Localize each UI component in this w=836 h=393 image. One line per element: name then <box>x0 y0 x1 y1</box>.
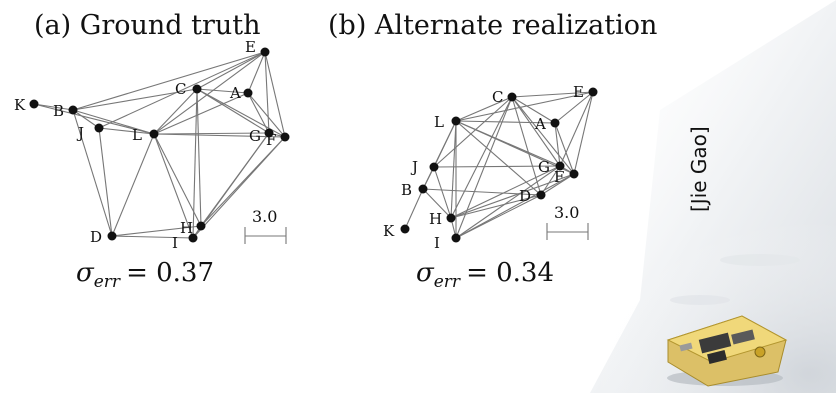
node-label-D: D <box>90 228 102 246</box>
node-E <box>261 48 270 57</box>
node-label-E: E <box>245 38 256 56</box>
scale-bar: 3.0 <box>245 207 286 244</box>
error-label: σerr= 0.37 <box>76 258 214 292</box>
node-D <box>537 191 546 200</box>
edge-layer <box>34 52 285 238</box>
scale-label: 3.0 <box>554 203 579 222</box>
node-label-J: J <box>410 158 418 176</box>
edge-L-D <box>112 134 154 236</box>
node-label-K: K <box>14 96 26 114</box>
node-J <box>95 124 104 133</box>
node-label-F: F <box>266 131 276 149</box>
error-subscript: err <box>434 272 461 292</box>
node-label-A: A <box>229 84 241 102</box>
node-label-D: D <box>519 187 531 205</box>
error-symbol: σ <box>76 258 95 288</box>
error-symbol: σ <box>416 258 435 288</box>
node-label-K: K <box>383 222 395 240</box>
node-label-I: I <box>172 234 178 252</box>
node-D <box>108 232 117 241</box>
node-label-H: H <box>429 210 442 228</box>
node-B <box>419 185 428 194</box>
node-label-B: B <box>53 102 64 120</box>
node-I <box>189 234 198 243</box>
node-label-F: F <box>554 168 564 186</box>
panel-title: (a) Ground truth <box>34 10 261 41</box>
error-label: σerr= 0.34 <box>416 258 554 292</box>
edge-J-D <box>99 128 112 236</box>
node-label-B: B <box>401 181 412 199</box>
node-A <box>551 119 560 128</box>
edge-E-G <box>560 92 593 166</box>
node-label-L: L <box>434 113 444 131</box>
node-A <box>244 89 253 98</box>
node-B <box>69 106 78 115</box>
node-C <box>508 93 517 102</box>
node-E <box>589 88 598 97</box>
edge-C-H <box>197 89 201 226</box>
node-label-J: J <box>76 124 84 142</box>
error-value: = 0.37 <box>126 258 214 288</box>
node-label-C: C <box>492 88 503 106</box>
node-H <box>447 214 456 223</box>
node-H <box>197 222 206 231</box>
node-J <box>430 163 439 172</box>
node-F <box>570 170 579 179</box>
node-label-L: L <box>132 126 142 144</box>
node-I <box>452 234 461 243</box>
node-L <box>150 130 159 139</box>
edge-E-F <box>265 52 285 137</box>
edge-C-J <box>434 97 512 167</box>
photo-credit: [Jie Gao] <box>687 126 711 212</box>
node-label-C: C <box>175 80 186 98</box>
node-label-I: I <box>434 234 440 252</box>
edge-L-H <box>451 121 456 218</box>
error-value: = 0.34 <box>466 258 554 288</box>
node-L <box>452 117 461 126</box>
node-label-E: E <box>573 83 584 101</box>
node-F <box>281 133 290 142</box>
edge-C-I <box>193 89 197 238</box>
panel-title: (b) Alternate realization <box>328 10 657 41</box>
node-K <box>30 100 39 109</box>
node-label-G: G <box>538 158 550 176</box>
error-subscript: err <box>94 272 121 292</box>
edge-E-F <box>574 92 593 174</box>
node-K <box>401 225 410 234</box>
scale-label: 3.0 <box>252 207 277 226</box>
node-label-A: A <box>534 115 546 133</box>
node-C <box>193 85 202 94</box>
edge-C-I <box>456 97 512 238</box>
node-label-G: G <box>249 127 261 145</box>
